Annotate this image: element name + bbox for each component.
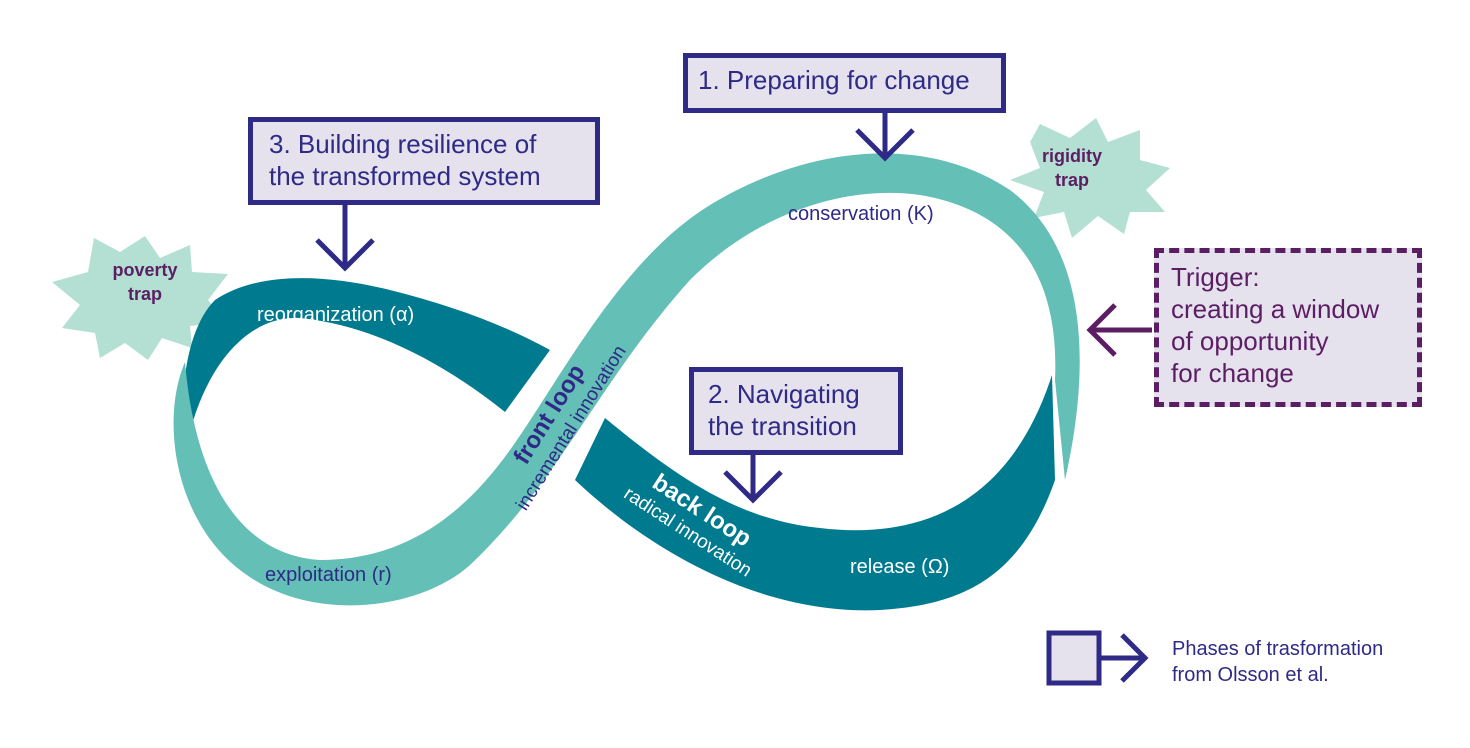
arrow-1-down xyxy=(855,110,915,162)
legend-text: Phases of trasformation from Olsson et a… xyxy=(1172,636,1383,688)
conservation-label: conservation (K) xyxy=(788,203,934,225)
phase-3-box: 3. Building resilience of the transforme… xyxy=(248,117,600,205)
exploitation-label: exploitation (r) xyxy=(265,564,392,586)
phase-2-box: 2. Navigating the transition xyxy=(689,367,903,455)
phase-1-box: 1. Preparing for change xyxy=(683,53,1006,113)
poverty-trap-label: poverty trap xyxy=(95,258,195,306)
poverty-trap-starburst xyxy=(52,236,228,360)
rigidity-trap-line2: trap xyxy=(1054,170,1089,190)
poverty-trap-line1: poverty xyxy=(112,260,178,280)
legend-line1: Phases of trasformation xyxy=(1172,638,1384,660)
legend-arrow-icon xyxy=(1099,633,1149,683)
rigidity-trap-starburst xyxy=(1010,118,1170,238)
phase-2-label-line2: the transition xyxy=(708,411,857,441)
phase-2-label-line1: 2. Navigating xyxy=(708,379,860,409)
legend-line2: from Olsson et al. xyxy=(1172,664,1329,686)
reorganization-label: reorganization (α) xyxy=(257,304,415,326)
trigger-label-line2: creating a window xyxy=(1171,294,1380,324)
trigger-label-line3: of opportunity xyxy=(1171,326,1329,356)
arrow-3-down xyxy=(315,203,375,272)
trigger-label-line4: for change xyxy=(1171,358,1294,388)
rigidity-trap-line1: rigidity xyxy=(1041,146,1102,166)
release-label: release (Ω) xyxy=(850,556,950,578)
front-loop-band xyxy=(173,153,1080,606)
trigger-arrow-left xyxy=(1086,303,1152,357)
poverty-trap-line2: trap xyxy=(127,284,162,304)
back-loop-band xyxy=(575,375,1055,611)
rigidity-trap-label: rigidity trap xyxy=(1022,144,1122,192)
phase-3-label-line1: 3. Building resilience of xyxy=(269,129,537,159)
arrow-2-down xyxy=(723,455,783,504)
trigger-box: Trigger: creating a window of opportunit… xyxy=(1154,248,1422,407)
phase-1-label: 1. Preparing for change xyxy=(698,65,970,95)
reorganization-band xyxy=(183,278,550,445)
legend-box-icon xyxy=(1046,630,1102,686)
trigger-label-line1: Trigger: xyxy=(1171,262,1260,292)
phase-3-label-line2: the transformed system xyxy=(269,161,541,191)
